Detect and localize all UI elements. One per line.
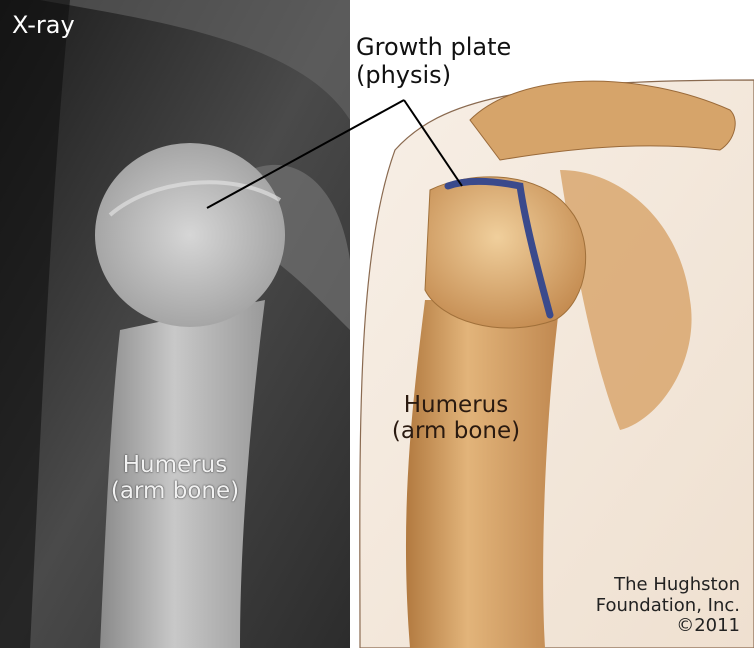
credit-line-2: Foundation, Inc. bbox=[596, 596, 740, 617]
xray-humerus-label-line-1: Humerus bbox=[0, 452, 350, 478]
xray-humeral-head bbox=[95, 143, 285, 327]
illustration-panel bbox=[350, 0, 754, 648]
xray-title: X-ray bbox=[12, 12, 75, 40]
credit-line-3: ©2011 bbox=[596, 616, 740, 637]
illustration-humerus-label: Humerus (arm bone) bbox=[386, 392, 526, 445]
illustration-humerus-label-line-1: Humerus bbox=[386, 392, 526, 418]
xray-humerus-label: Humerus (arm bone) bbox=[0, 452, 350, 505]
illustration-humerus-label-line-2: (arm bone) bbox=[386, 418, 526, 444]
copyright-credit: The Hughston Foundation, Inc. ©2011 bbox=[596, 575, 740, 637]
xray-panel bbox=[0, 0, 350, 648]
growth-plate-label-line-2: (physis) bbox=[356, 62, 511, 90]
growth-plate-label: Growth plate (physis) bbox=[356, 34, 511, 89]
humerus-shaft bbox=[406, 300, 560, 648]
growth-plate-label-line-1: Growth plate bbox=[356, 34, 511, 62]
xray-humerus-label-line-2: (arm bone) bbox=[0, 478, 350, 504]
credit-line-1: The Hughston bbox=[596, 575, 740, 596]
